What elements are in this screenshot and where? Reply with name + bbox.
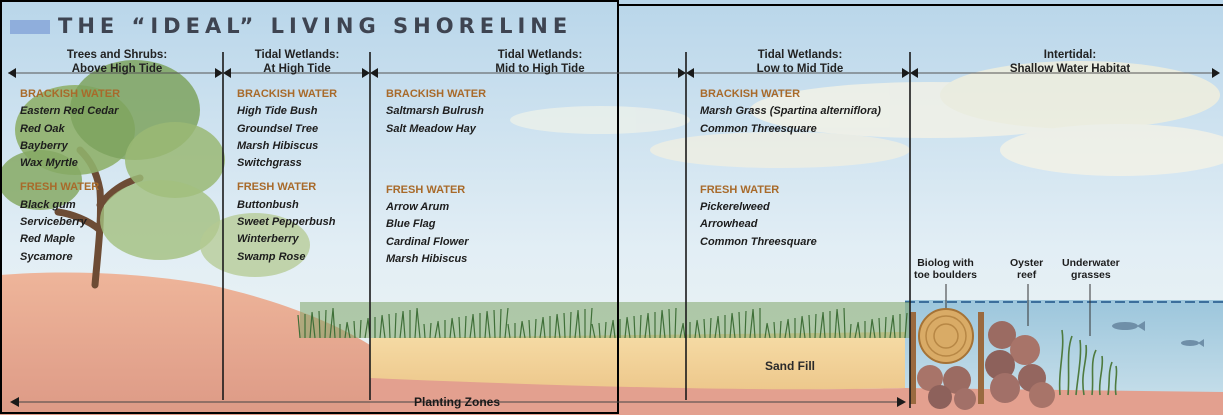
plant-item: Saltmarsh Bulrush [386, 105, 484, 118]
sand-fill [370, 332, 905, 390]
oyster-reef [985, 321, 1055, 408]
underwater-grasses-label: Underwater grasses [1062, 257, 1120, 281]
fish [1112, 321, 1204, 347]
brackish-water-heading: BRACKISH WATER [700, 88, 801, 100]
fresh-water-heading: FRESH WATER [386, 183, 466, 196]
zone-low-mid-tide: Tidal Wetlands: Low to Mid Tide [700, 48, 900, 76]
plant-list-at-high-tide: BRACKISH WATER High Tide Bush Groundsel … [237, 86, 337, 266]
plant-item: Marsh Hibiscus [237, 139, 319, 152]
zone-line1: Trees and Shrubs: [66, 49, 168, 61]
marsh-grass [297, 302, 910, 339]
zone-line1: Tidal Wetlands: [254, 49, 340, 61]
plant-item: Arrow Arum [386, 201, 450, 214]
zone-mid-high-tide: Tidal Wetlands: Mid to High Tide [440, 48, 640, 76]
clouds [510, 61, 1223, 176]
plant-item: Cardinal Flower [386, 235, 469, 248]
label-line: Underwater [1062, 257, 1120, 269]
plant-item: Bayberry [20, 139, 68, 152]
bottom-soil [370, 378, 1223, 415]
zone-line2: Above High Tide [71, 63, 163, 75]
zone-line1: Tidal Wetlands: [757, 49, 843, 61]
fresh-water-heading: FRESH WATER [237, 181, 317, 194]
plant-item: Wax Myrtle [20, 157, 78, 170]
zone-line2: Low to Mid Tide [756, 63, 844, 75]
planting-zones-label: Planting Zones [414, 395, 501, 409]
fresh-water-heading: FRESH WATER [20, 181, 100, 194]
fresh-water-heading: FRESH WATER [700, 183, 780, 196]
tree [0, 60, 310, 289]
plant-item: Pickerelweed [700, 201, 770, 214]
biolog-structure [910, 308, 984, 410]
label-line: Biolog with [917, 257, 974, 269]
underwater-grasses [1058, 329, 1118, 396]
zone-line1: Intertidal: [1043, 49, 1097, 61]
title-bar [10, 20, 50, 34]
label-line: toe boulders [914, 269, 978, 281]
plant-item: Swamp Rose [237, 250, 306, 263]
plant-item: Blue Flag [386, 218, 436, 231]
plant-item: Sycamore [20, 250, 73, 263]
zone-dividers [222, 52, 911, 408]
plant-item: Sweet Pepperbush [237, 216, 336, 229]
zone-line1: Tidal Wetlands: [497, 49, 583, 61]
planting-zones-arrow [10, 397, 906, 407]
plant-list-trees-shrubs: BRACKISH WATER Eastern Red Cedar Red Oak… [20, 86, 120, 266]
plant-item: Common Threesquare [700, 235, 817, 248]
plant-item: Switchgrass [237, 157, 302, 170]
plant-item: Serviceberry [20, 216, 87, 229]
diagram-title: THE “IDEAL” LIVING SHORELINE [58, 14, 573, 38]
plant-item: Groundsel Tree [237, 122, 319, 135]
label-line: reef [1017, 269, 1037, 281]
plant-item: Red Maple [20, 233, 76, 246]
brackish-water-heading: BRACKISH WATER [386, 88, 487, 100]
plant-item: Marsh Grass (Spartina alterniflora) [700, 105, 881, 118]
zone-line2: At High Tide [263, 63, 331, 75]
zone-line2: Shallow Water Habitat [1009, 63, 1131, 75]
brackish-water-heading: BRACKISH WATER [20, 88, 121, 100]
oyster-reef-label: Oyster reef [1010, 257, 1043, 281]
zone-trees-shrubs: Trees and Shrubs: Above High Tide [22, 48, 212, 76]
plant-list-low-mid-tide: BRACKISH WATER Marsh Grass (Spartina alt… [700, 86, 881, 251]
zone-at-high-tide: Tidal Wetlands: At High Tide [226, 48, 368, 76]
zone-line2: Mid to High Tide [495, 63, 585, 75]
callout-lines [945, 284, 1091, 336]
plant-item: Common Threesquare [700, 122, 817, 135]
zone-arrows [8, 68, 1220, 78]
brackish-water-heading: BRACKISH WATER [237, 88, 338, 100]
plant-list-mid-high-tide: BRACKISH WATER Saltmarsh Bulrush Salt Me… [386, 86, 486, 268]
plant-item: Marsh Hibiscus [386, 253, 468, 266]
label-line: grasses [1071, 269, 1111, 281]
plant-item: Eastern Red Cedar [20, 105, 119, 118]
plant-item: Winterberry [237, 233, 299, 246]
plant-item: Black gum [20, 198, 76, 211]
sand-fill-label: Sand Fill [765, 359, 816, 373]
plant-item: Arrowhead [700, 218, 758, 231]
biolog-label: Biolog with toe boulders [914, 257, 977, 281]
inset-frame [0, 0, 619, 414]
plant-item: Buttonbush [237, 198, 299, 211]
plant-item: Salt Meadow Hay [386, 122, 476, 135]
hillside-soil [0, 272, 380, 415]
zone-intertidal: Intertidal: Shallow Water Habitat [960, 48, 1180, 76]
plant-item: Red Oak [20, 122, 65, 135]
label-line: Oyster [1010, 257, 1044, 269]
plant-item: High Tide Bush [237, 105, 318, 118]
